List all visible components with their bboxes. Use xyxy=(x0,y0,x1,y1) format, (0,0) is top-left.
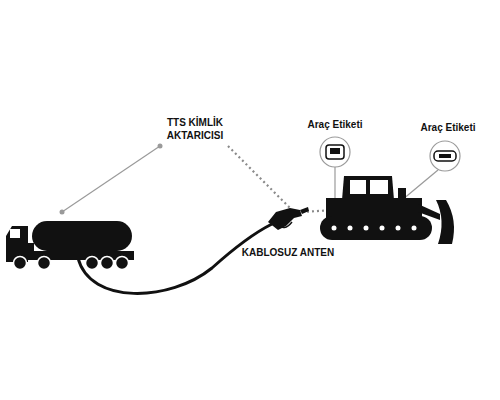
leader-line xyxy=(62,146,160,212)
label-text: Araç Etiketi xyxy=(418,122,477,135)
tag-icon xyxy=(430,141,460,171)
leader-line xyxy=(402,170,438,200)
label-text: KABLOSUZ ANTEN xyxy=(240,247,336,260)
leader-dot xyxy=(158,144,163,149)
track-rollers xyxy=(332,226,417,231)
bulldozer xyxy=(320,176,454,244)
label-text: TTS KİMLİK AKTARICISI xyxy=(138,117,252,142)
fuel-nozzle xyxy=(268,207,309,230)
label-text: Araç Etiketi xyxy=(305,119,364,132)
truck-wheels xyxy=(14,257,129,270)
tag-icon xyxy=(320,137,350,167)
signal-dots xyxy=(228,146,292,210)
tanker-truck xyxy=(6,221,134,262)
leader-dot xyxy=(60,210,65,215)
